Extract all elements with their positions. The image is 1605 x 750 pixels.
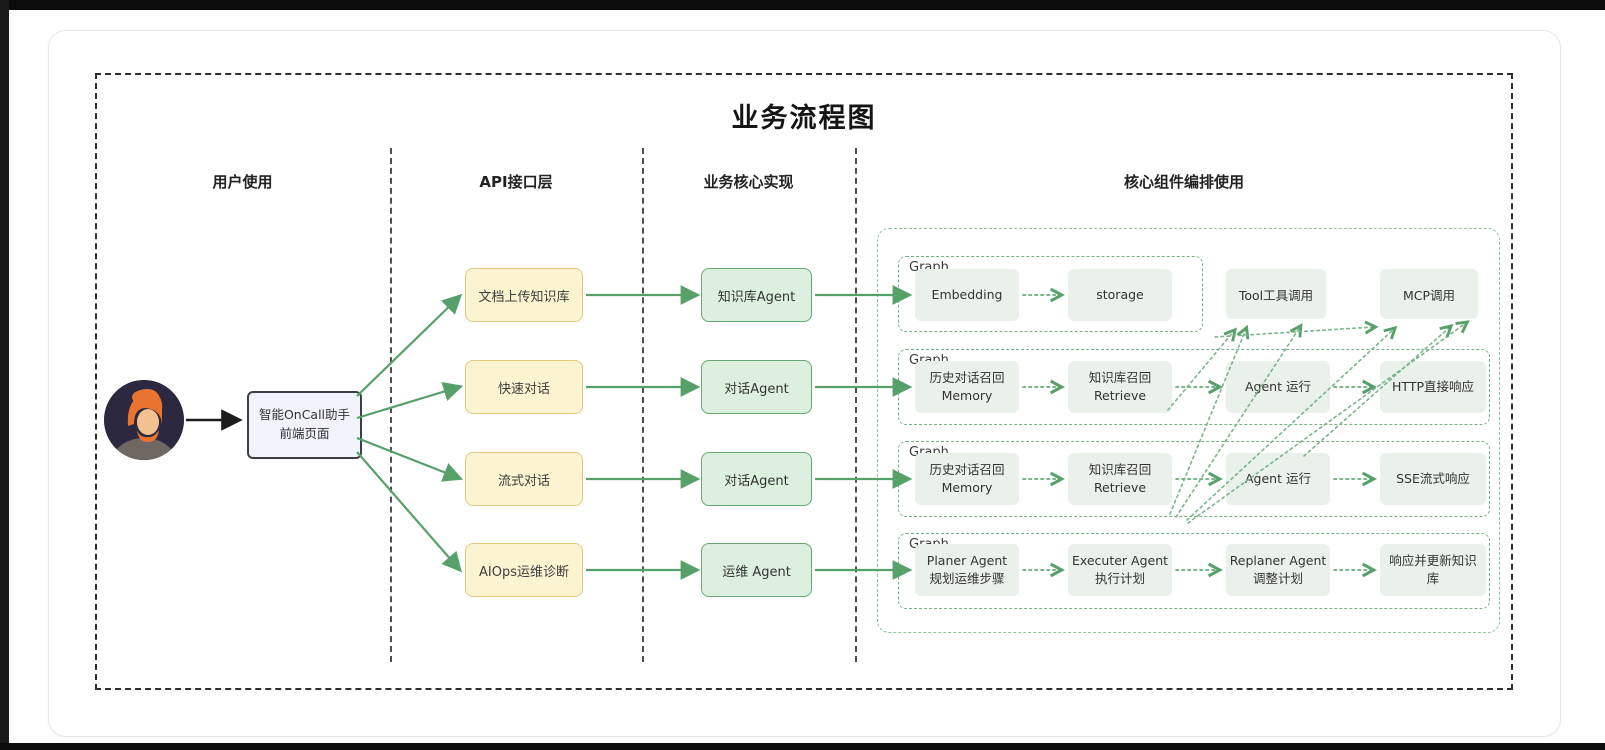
column-divider-2 (642, 148, 644, 662)
node-planer-agent: Planer Agent 规划运维步骤 (915, 544, 1019, 596)
node-memory-2: 历史对话召回 Memory (915, 453, 1019, 505)
core-box-chat-agent-1: 对话Agent (701, 360, 812, 414)
diagram-title: 业务流程图 (731, 103, 877, 134)
core-box-ops-agent: 运维 Agent (701, 543, 812, 597)
left-edge-bar (0, 0, 9, 750)
person-icon (104, 380, 184, 460)
node-sse-response: SSE流式响应 (1380, 453, 1486, 505)
node-update-kb-response: 响应并更新知识 库 (1380, 544, 1486, 596)
column-header-orchestration: 核心组件编排使用 (1123, 173, 1244, 191)
diagram-outer-border (95, 73, 1513, 690)
node-storage: storage (1068, 269, 1172, 321)
api-box-doc-upload-kb: 文档上传知识库 (465, 268, 583, 322)
api-box-stream-chat: 流式对话 (465, 452, 583, 506)
column-divider-3 (855, 148, 857, 662)
node-retrieve-1: 知识库召回 Retrieve (1068, 361, 1172, 413)
user-avatar (104, 380, 184, 460)
node-agent-run-2: Agent 运行 (1226, 453, 1330, 505)
api-box-aiops-diagnosis: AIOps运维诊断 (465, 543, 583, 597)
top-edge-bar (0, 0, 1605, 10)
column-header-core: 业务核心实现 (703, 173, 794, 191)
node-embedding: Embedding (915, 269, 1019, 321)
orchestration-container (877, 228, 1500, 633)
node-http-response: HTTP直接响应 (1380, 361, 1486, 413)
column-header-api: API接口层 (479, 173, 553, 191)
node-executer-agent: Executer Agent 执行计划 (1068, 544, 1172, 596)
core-box-kb-agent: 知识库Agent (701, 268, 812, 322)
node-memory-1: 历史对话召回 Memory (915, 361, 1019, 413)
core-box-chat-agent-2: 对话Agent (701, 452, 812, 506)
node-replaner-agent: Replaner Agent 调整计划 (1226, 544, 1330, 596)
column-header-user: 用户使用 (212, 173, 273, 191)
node-mcp-call: MCP调用 (1380, 269, 1478, 319)
column-divider-1 (390, 148, 392, 662)
node-retrieve-2: 知识库召回 Retrieve (1068, 453, 1172, 505)
frontend-page-box: 智能OnCall助手 前端页面 (247, 391, 362, 459)
bottom-edge-bar (0, 743, 1605, 750)
node-agent-run-1: Agent 运行 (1226, 361, 1330, 413)
api-box-quick-chat: 快速对话 (465, 360, 583, 414)
node-tool-call: Tool工具调用 (1226, 269, 1326, 319)
